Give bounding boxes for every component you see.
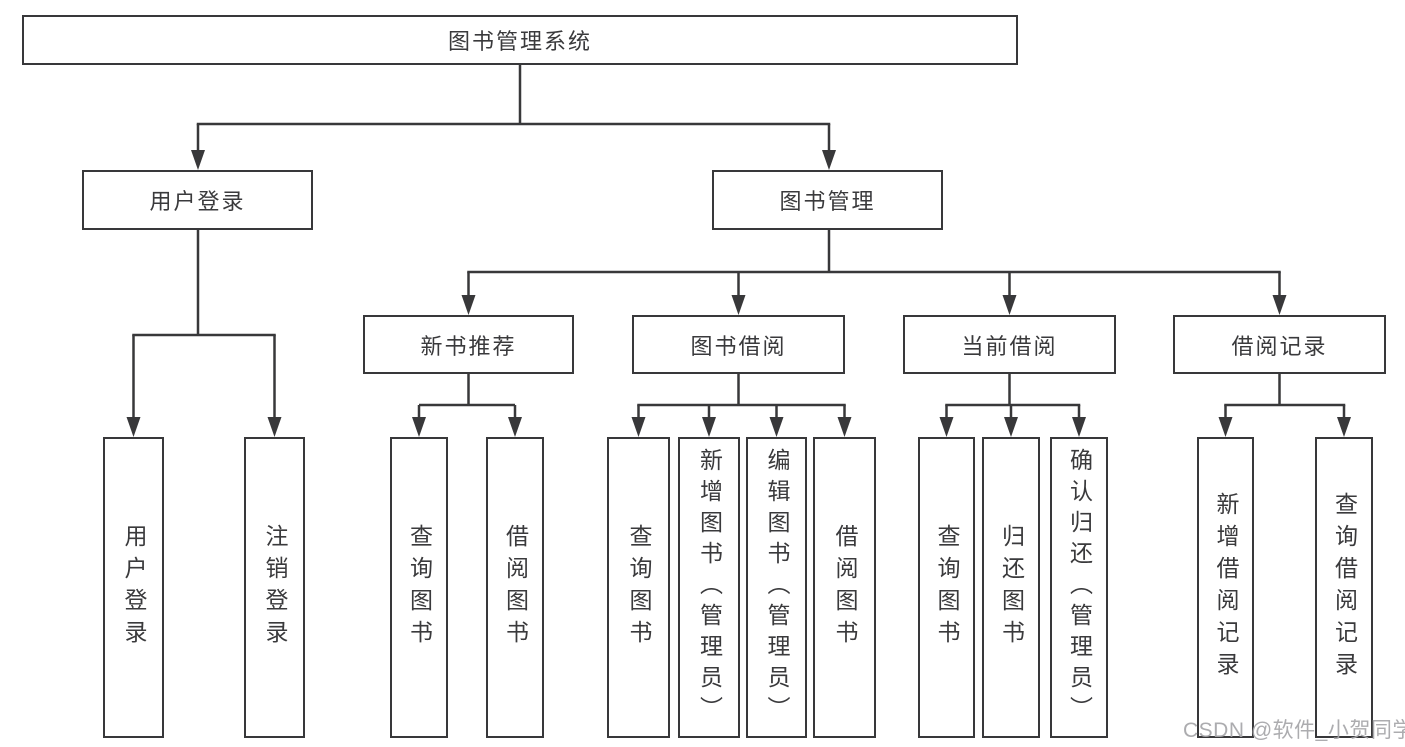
leaf-borrow-books-recommend: 借阅图书 bbox=[486, 437, 544, 738]
leaf-query-books-recommend: 查询图书 bbox=[390, 437, 448, 738]
leaf-borrow-books-borrowing: 借阅图书 bbox=[813, 437, 876, 738]
leaf-logout: 注销登录 bbox=[244, 437, 305, 738]
leaf-query-borrow-record: 查询借阅记录 bbox=[1315, 437, 1373, 738]
node-current-borrowing: 当前借阅 bbox=[903, 315, 1116, 374]
node-book-borrowing: 图书借阅 bbox=[632, 315, 845, 374]
leaf-add-book-admin: 新增图书（管理员） bbox=[678, 437, 740, 738]
node-user-login: 用户登录 bbox=[82, 170, 313, 230]
tree-edges bbox=[132, 65, 1346, 419]
leaf-add-borrow-record: 新增借阅记录 bbox=[1197, 437, 1254, 738]
arrowheads bbox=[126, 150, 1351, 437]
leaf-confirm-return-admin: 确认归还（管理员） bbox=[1050, 437, 1108, 738]
csdn-watermark: CSDN @软件_小贺同学 bbox=[1183, 719, 1405, 742]
leaf-return-books: 归还图书 bbox=[982, 437, 1040, 738]
node-library-system: 图书管理系统 bbox=[22, 15, 1018, 65]
leaf-edit-book-admin: 编辑图书（管理员） bbox=[746, 437, 807, 738]
node-new-book-recommend: 新书推荐 bbox=[363, 315, 574, 374]
leaf-query-books-current: 查询图书 bbox=[918, 437, 975, 738]
node-borrowing-records: 借阅记录 bbox=[1173, 315, 1386, 374]
leaf-user-login: 用户登录 bbox=[103, 437, 164, 738]
leaf-query-books-borrowing: 查询图书 bbox=[607, 437, 670, 738]
node-book-management: 图书管理 bbox=[712, 170, 943, 230]
